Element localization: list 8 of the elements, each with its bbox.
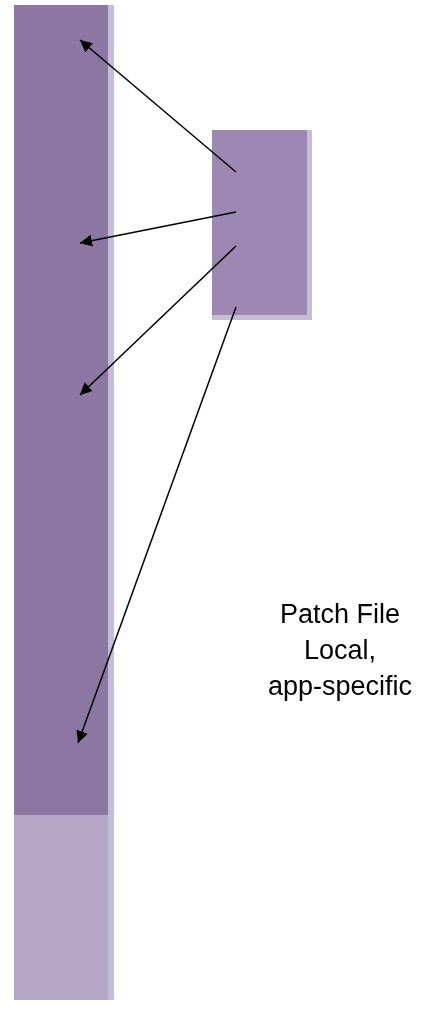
arrow — [79, 39, 237, 173]
patch-box — [212, 130, 312, 320]
arrow — [79, 245, 237, 396]
arrow — [76, 306, 237, 744]
tall-bar — [14, 5, 114, 815]
note-text: Patch File Local, app-specific — [266, 598, 414, 703]
arrow — [79, 211, 237, 247]
lower-bar — [14, 815, 114, 1000]
